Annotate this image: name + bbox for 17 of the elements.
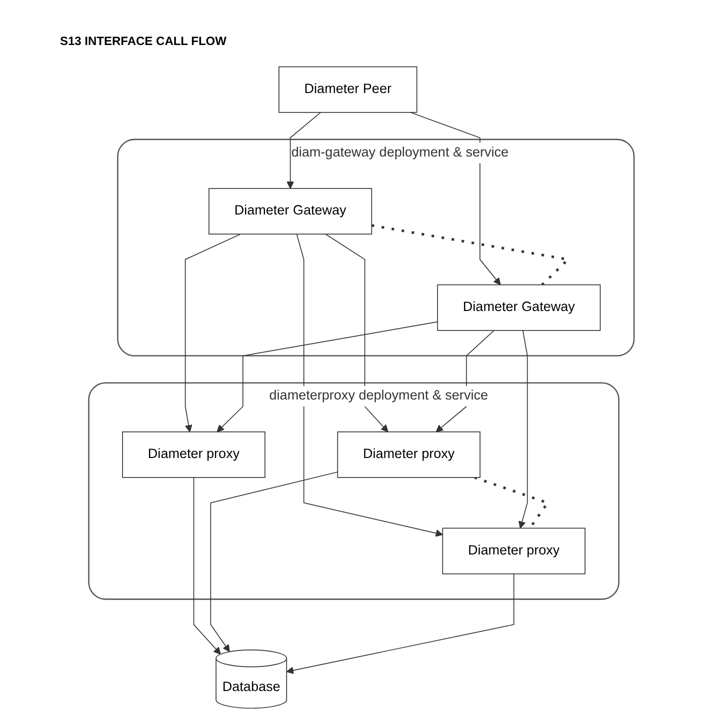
- arrow: [184, 234, 241, 432]
- arrow: [210, 472, 338, 652]
- node-box: Diameter Gateway: [208, 188, 372, 235]
- arrow: [286, 112, 321, 189]
- arrow: [324, 234, 388, 432]
- node-box: Diameter Peer: [278, 66, 417, 113]
- arrow: [216, 321, 438, 432]
- node-box: Diameter Gateway: [436, 284, 600, 331]
- node-box: Diameter proxy: [336, 431, 480, 478]
- diagram-title: S13 INTERFACE CALL FLOW: [60, 34, 226, 48]
- node-box: Diameter proxy: [122, 431, 265, 478]
- node-box: Diameter proxy: [442, 528, 586, 574]
- arrow: [296, 234, 443, 537]
- arrow: [410, 112, 500, 286]
- arrow: [518, 330, 528, 529]
- arrow: [286, 573, 514, 674]
- arrow: [192, 477, 220, 655]
